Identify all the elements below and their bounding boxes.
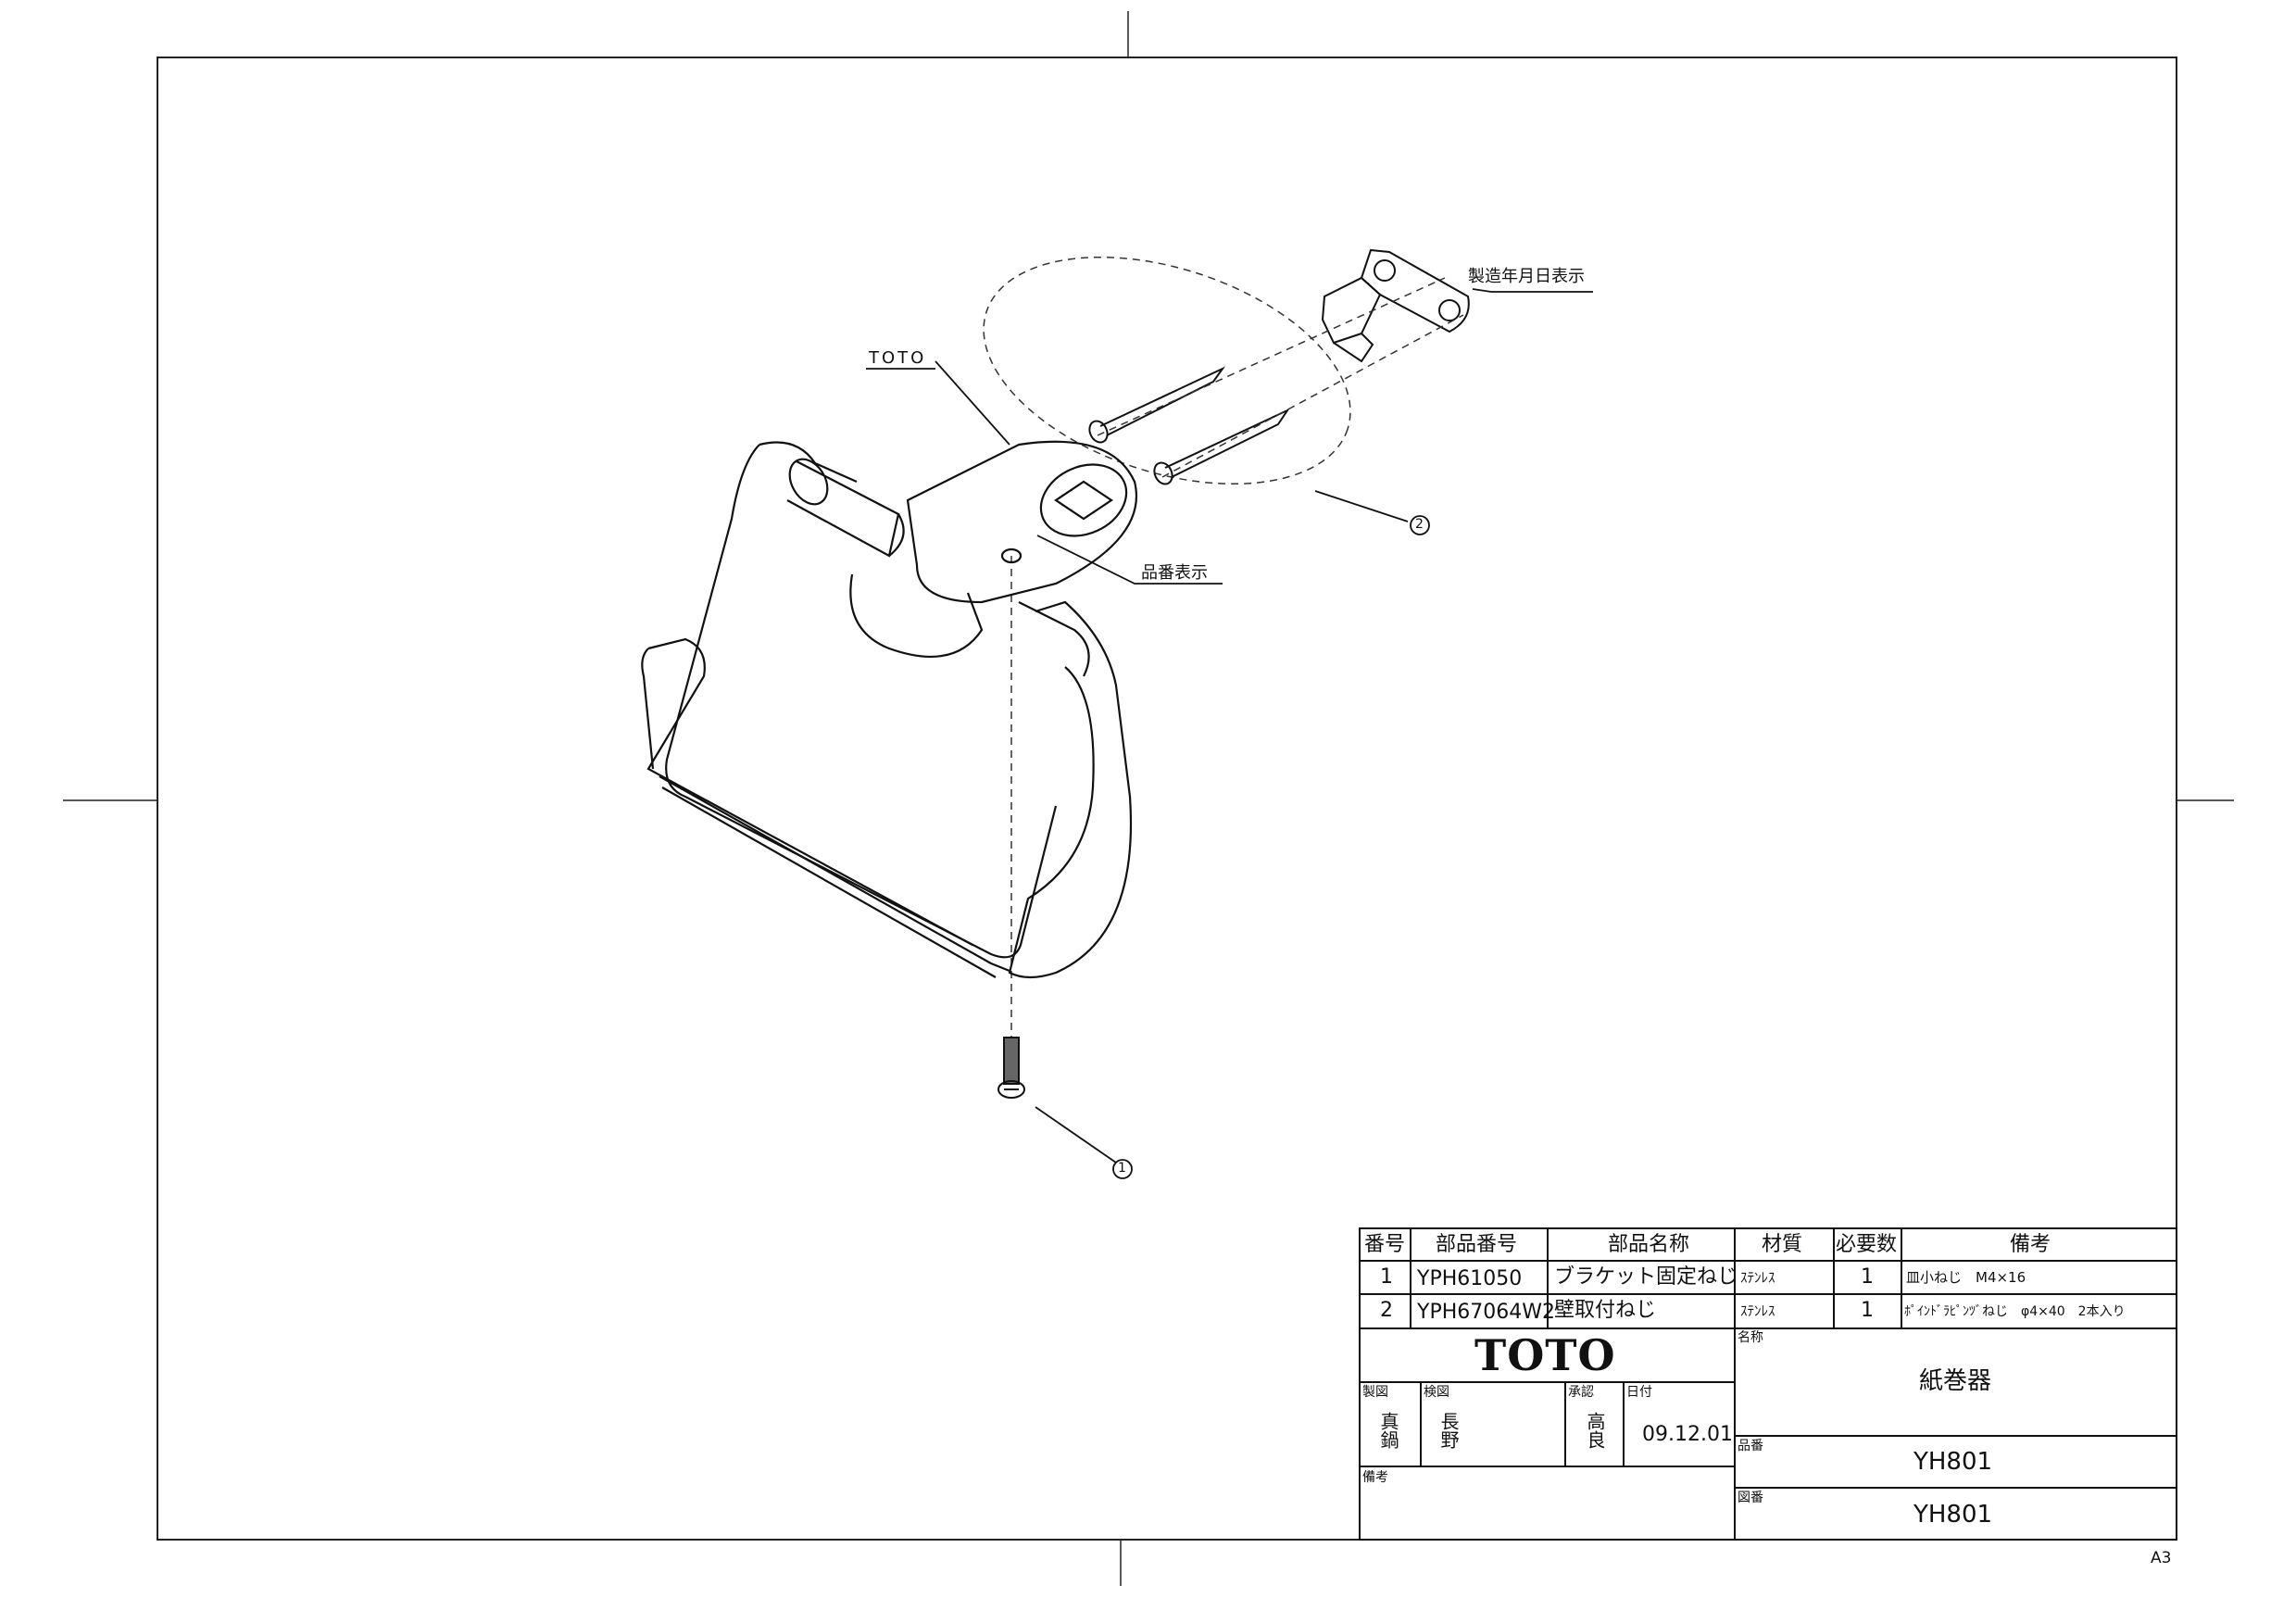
- label-name: 名称: [1738, 1330, 1763, 1345]
- row2-qty: 1: [1861, 1299, 1874, 1322]
- label-remarks: 備考: [1362, 1470, 1388, 1485]
- toto-logo: TOTO: [1474, 1330, 1616, 1380]
- paper-holder: [641, 440, 1137, 979]
- callout-2-label: ②: [1411, 516, 1412, 517]
- header-part-no: 部品番号: [1436, 1233, 1518, 1256]
- drawing-frame: [157, 57, 2177, 1541]
- row1-remarks: 皿小ねじ M4×16: [1906, 1269, 2026, 1286]
- wall-screws: [1088, 366, 1290, 485]
- drawn-by: 真鍋: [1377, 1412, 1399, 1449]
- row2-remarks: ﾎﾟｲﾝﾄﾞﾗﾋﾟﾝﾂﾞねじ φ4×40 2本入り: [1904, 1304, 2126, 1319]
- row2-part-no: YPH67064W2: [1417, 1301, 1555, 1324]
- exploded-group-ellipse: [983, 256, 1351, 485]
- leader-lines: [866, 288, 1593, 1164]
- approved-by: 高良: [1584, 1412, 1606, 1449]
- title-block-lines: [1359, 1227, 2177, 1541]
- date-mark-label: 製造年月日表示: [1468, 267, 1585, 286]
- label-drawing-no: 図番: [1738, 1491, 1763, 1505]
- callout-1-circle: [1112, 1159, 1133, 1179]
- header-remarks: 備考: [2010, 1233, 2051, 1256]
- row2-name: 壁取付ねじ: [1554, 1299, 1657, 1322]
- label-checked: 検図: [1424, 1385, 1449, 1400]
- callout-1-label: ①: [1114, 1160, 1115, 1161]
- fixing-screw: [997, 1037, 1025, 1099]
- header-material: 材質: [1762, 1233, 1803, 1256]
- header-no: 番号: [1364, 1233, 1406, 1256]
- assembly-lines: [1010, 277, 1464, 1038]
- label-drawn: 製図: [1362, 1385, 1388, 1400]
- row1-part-no: YPH61050: [1417, 1267, 1523, 1290]
- label-date: 日付: [1626, 1385, 1652, 1400]
- row1-name: ブラケット固定ねじ: [1554, 1265, 1738, 1289]
- label-product-no: 品番: [1738, 1439, 1763, 1453]
- callout-1-number: 1: [1118, 1161, 1126, 1176]
- name-value: 紙巻器: [1919, 1367, 1992, 1395]
- product-no-value: YH801: [1913, 1448, 1993, 1476]
- sheet-size-label: A3: [2151, 1549, 2172, 1567]
- header-qty: 必要数: [1836, 1233, 1898, 1256]
- drawing-no-value: YH801: [1913, 1501, 1993, 1529]
- row1-qty: 1: [1861, 1265, 1874, 1289]
- label-approved: 承認: [1568, 1385, 1594, 1400]
- row2-material: ｽﾃﾝﾚｽ: [1740, 1302, 1775, 1319]
- row1-no: 1: [1380, 1265, 1393, 1289]
- wall-plate: [1321, 248, 1470, 363]
- part-no-mark-label: 品番表示: [1141, 563, 1208, 583]
- callout-2-number: 2: [1415, 517, 1424, 532]
- row2-no: 2: [1380, 1299, 1393, 1322]
- callout-2-circle: [1410, 515, 1430, 535]
- checked-by: 長野: [1437, 1412, 1460, 1449]
- date-value: 09.12.01: [1642, 1423, 1733, 1446]
- brand-label: TOTO: [869, 348, 927, 368]
- center-marks: [63, 11, 2234, 1586]
- row1-material: ｽﾃﾝﾚｽ: [1740, 1269, 1775, 1286]
- header-part-name: 部品名称: [1608, 1233, 1690, 1256]
